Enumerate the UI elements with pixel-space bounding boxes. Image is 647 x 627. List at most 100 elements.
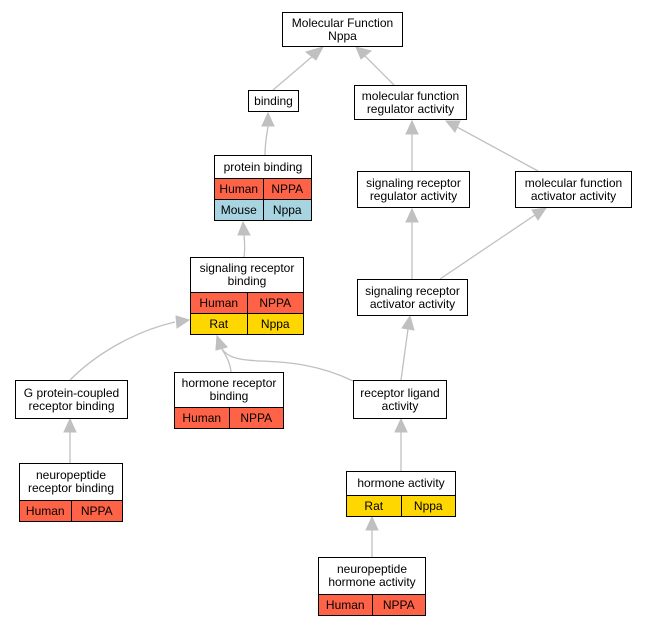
edge-line: [221, 348, 354, 382]
annotation-row: Rat Nppa: [347, 495, 455, 516]
edge-mfra-to-mf: [355, 46, 395, 86]
arrowhead-icon: [394, 417, 408, 433]
node-signaling-receptor-activator-activity[interactable]: signaling receptor activator activity: [357, 279, 468, 316]
edge-pb-to-binding: [261, 111, 275, 156]
species-cell: Rat: [364, 499, 384, 513]
edge-srb-to-pb: [237, 220, 251, 258]
edge-sraa-to-srra: [405, 207, 419, 279]
edge-binding-to-mf: [272, 46, 325, 91]
edge-line: [264, 125, 269, 156]
arrowhead-icon: [63, 417, 77, 433]
node-molecular-function-line2: Nppa: [328, 28, 357, 43]
annotation-row: Human NPPA: [191, 292, 303, 313]
edge-line: [221, 348, 232, 373]
species-cell: Human: [219, 182, 259, 196]
species-cell: Rat: [209, 317, 229, 331]
node-nprb-line1: neuropeptide: [35, 468, 107, 482]
node-molecular-function-regulator-activity[interactable]: molecular function regulator activity: [354, 85, 467, 120]
edge-gpcrb-to-srb: [69, 315, 191, 381]
arrowhead-icon: [531, 207, 548, 221]
node-hormone-activity[interactable]: hormone activity Rat Nppa: [346, 471, 456, 517]
annotation-row: Human NPPA: [319, 594, 425, 615]
node-binding-label: binding: [254, 93, 293, 108]
arrowhead-icon: [175, 315, 191, 329]
gene-cell: Nppa: [262, 200, 312, 220]
node-hrb-line2: binding: [209, 389, 249, 403]
node-signaling-receptor-regulator-activity[interactable]: signaling receptor regulator activity: [357, 171, 470, 208]
node-signaling-receptor-binding[interactable]: signaling receptor binding Human NPPA Ra…: [190, 257, 304, 335]
node-mfaa-line2: activator activity: [530, 188, 617, 203]
edge-nprb-to-gpcrb: [63, 417, 77, 463]
arrowhead-icon: [444, 120, 461, 133]
node-hormone-receptor-binding[interactable]: hormone receptor binding Human NPPA: [174, 372, 284, 429]
annotation-row: Human NPPA: [175, 407, 283, 428]
node-binding[interactable]: binding: [248, 90, 299, 112]
node-g-protein-coupled-receptor-binding[interactable]: G protein-coupled receptor binding: [15, 380, 128, 419]
node-neuropeptide-hormone-activity[interactable]: neuropeptide hormone activity Human NPPA: [318, 557, 426, 616]
gene-cell: NPPA: [371, 595, 426, 615]
node-mfra-line2: regulator activity: [366, 101, 455, 116]
species-cell: Mouse: [220, 203, 257, 217]
node-mfra-line1: molecular function: [361, 88, 460, 103]
node-nprb-line2: receptor binding: [27, 481, 115, 495]
edge-line: [400, 328, 409, 381]
species-cell: Human: [325, 598, 365, 612]
node-mfaa-line1: molecular function: [524, 175, 623, 190]
arrowhead-icon: [215, 334, 228, 351]
edge-rla-to-sraa: [400, 314, 415, 381]
edge-line: [272, 54, 315, 91]
node-srra-line2: regulator activity: [369, 188, 458, 203]
edge-nha-to-ha: [365, 515, 379, 557]
gene-cell: NPPA: [228, 408, 284, 428]
annotation-row: Human NPPA: [20, 500, 122, 521]
annotation-row: Human NPPA: [215, 178, 311, 199]
node-rla-line1: receptor ligand: [360, 385, 440, 400]
arrowhead-icon: [405, 207, 419, 223]
species-cell: Human: [182, 411, 222, 425]
node-ha-label: hormone activity: [357, 476, 445, 490]
edge-rla-to-srb: [215, 334, 354, 382]
node-nha-line2: hormone activity: [328, 575, 416, 589]
node-molecular-function-line1: Molecular Function: [291, 15, 394, 30]
arrowhead-icon: [365, 515, 379, 531]
node-rla-line2: activity: [381, 398, 419, 413]
edge-srra-to-mfra: [405, 119, 419, 171]
gene-cell: Nppa: [400, 496, 456, 516]
edge-line: [456, 126, 539, 172]
node-gpcrb-line1: G protein-coupled: [23, 385, 120, 400]
node-sraa-line1: signaling receptor: [365, 283, 460, 298]
edge-mfaa-to-mfra: [444, 120, 539, 172]
edge-sraa-to-mfaa: [439, 207, 548, 280]
gene-cell: Nppa: [246, 314, 304, 334]
node-molecular-function[interactable]: Molecular Function Nppa: [282, 12, 403, 47]
node-protein-binding[interactable]: protein binding Human NPPA Mouse Nppa: [214, 155, 312, 221]
arrowhead-icon: [405, 119, 419, 135]
annotation-row: Mouse Nppa: [215, 199, 311, 220]
edge-line: [439, 214, 536, 280]
edge-ha-to-rla: [394, 417, 408, 471]
arrowhead-icon: [355, 46, 373, 60]
node-hrb-line1: hormone receptor: [181, 376, 277, 390]
node-molecular-function-activator-activity[interactable]: molecular function activator activity: [515, 171, 632, 208]
gene-cell: NPPA: [262, 179, 312, 199]
arrowhead-icon: [304, 46, 325, 61]
node-srra-line1: signaling receptor: [366, 175, 461, 190]
arrowhead-icon: [261, 111, 275, 127]
node-sraa-line2: activator activity: [369, 296, 456, 311]
node-protein-binding-label: protein binding: [223, 159, 303, 174]
arrowhead-icon: [237, 220, 251, 236]
node-gpcrb-line2: receptor binding: [28, 398, 115, 413]
species-cell: Human: [199, 296, 239, 310]
gene-cell: NPPA: [246, 293, 304, 313]
species-cell: Human: [25, 504, 65, 518]
annotation-row: Rat Nppa: [191, 313, 303, 334]
arrowhead-icon: [401, 314, 415, 331]
node-receptor-ligand-activity[interactable]: receptor ligand activity: [353, 380, 447, 419]
gene-cell: NPPA: [70, 501, 123, 521]
edge-line: [243, 234, 246, 258]
edge-line: [69, 321, 176, 381]
node-nha-line1: neuropeptide: [336, 562, 408, 576]
node-neuropeptide-receptor-binding[interactable]: neuropeptide receptor binding Human NPPA: [19, 463, 123, 522]
node-srb-line2: binding: [227, 274, 267, 288]
